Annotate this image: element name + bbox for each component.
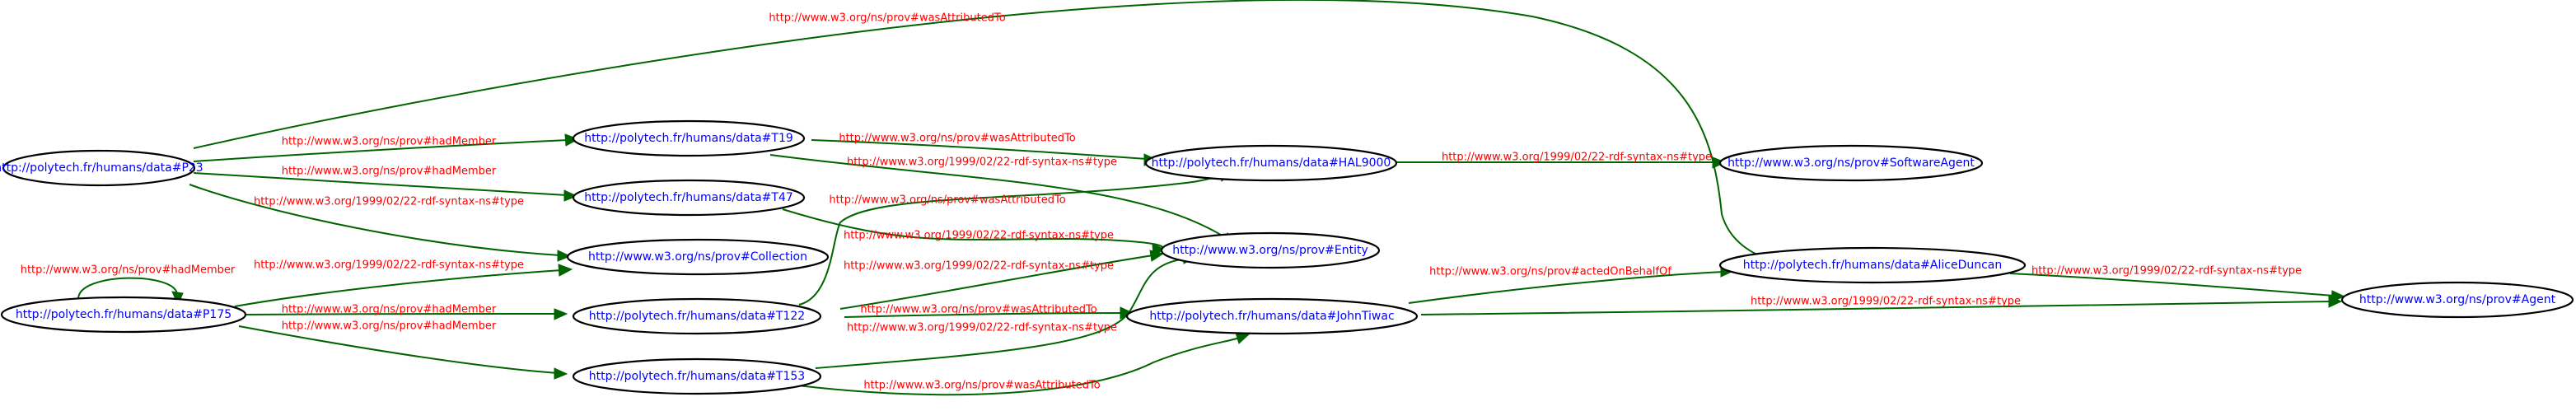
- node-t153[interactable]: http://polytech.fr/humans/data#T153: [572, 357, 822, 395]
- node-label: http://www.w3.org/ns/prov#Collection: [588, 250, 807, 264]
- edge-label: http://www.w3.org/1999/02/22-rdf-syntax-…: [254, 196, 524, 208]
- edge-label: http://www.w3.org/ns/prov#hadMember: [282, 136, 497, 148]
- edge-label: http://www.w3.org/1999/02/22-rdf-syntax-…: [844, 260, 1114, 273]
- node-label: http://polytech.fr/humans/data#P23: [0, 161, 203, 175]
- node-johntiwac[interactable]: http://polytech.fr/humans/data#JohnTiwac: [1125, 297, 1419, 335]
- edge-p23-collection: http://www.w3.org/1999/02/22-rdf-syntax-…: [189, 184, 572, 262]
- node-label: http://www.w3.org/ns/prov#Entity: [1172, 244, 1368, 257]
- edge-p23-t19: http://www.w3.org/ns/prov#hadMember: [193, 133, 580, 162]
- node-t47[interactable]: http://polytech.fr/humans/data#T47: [572, 179, 806, 217]
- node-agent[interactable]: http://www.w3.org/ns/prov#Agent: [2340, 281, 2574, 319]
- node-label: http://polytech.fr/humans/data#AliceDunc…: [1743, 259, 2003, 272]
- node-label: http://polytech.fr/humans/data#T122: [589, 310, 805, 323]
- edge-p175-t122: http://www.w3.org/ns/prov#hadMember: [242, 304, 568, 320]
- edge-label: http://www.w3.org/ns/prov#hadMember: [282, 320, 497, 333]
- edge-label: http://www.w3.org/ns/prov#wasAttributedT…: [863, 380, 1100, 392]
- edge-label: http://www.w3.org/ns/prov#hadMember: [21, 264, 236, 277]
- edge-label: http://www.w3.org/1999/02/22-rdf-syntax-…: [1751, 296, 2021, 308]
- edge-label: http://www.w3.org/1999/02/22-rdf-syntax-…: [844, 230, 1114, 242]
- node-entity[interactable]: http://www.w3.org/ns/prov#Entity: [1160, 231, 1381, 269]
- edge-label: http://www.w3.org/ns/prov#hadMember: [282, 166, 497, 178]
- edge-label: http://www.w3.org/ns/prov#wasAttributedT…: [860, 304, 1096, 316]
- edge-t122-john: http://www.w3.org/ns/prov#wasAttributedT…: [844, 304, 1134, 320]
- edge-alice-agent: http://www.w3.org/1999/02/22-rdf-syntax-…: [2009, 265, 2346, 302]
- node-t122[interactable]: http://polytech.fr/humans/data#T122: [572, 297, 822, 335]
- node-label: http://polytech.fr/humans/data#HAL9000: [1152, 156, 1391, 170]
- node-label: http://www.w3.org/ns/prov#SoftwareAgent: [1727, 156, 1975, 170]
- edge-p175-t153: http://www.w3.org/ns/prov#hadMember: [238, 320, 568, 380]
- node-collection[interactable]: http://www.w3.org/ns/prov#Collection: [566, 238, 830, 276]
- node-label: http://www.w3.org/ns/prov#Agent: [2359, 293, 2556, 306]
- edge-john-alice: http://www.w3.org/ns/prov#actedOnBehalfO…: [1408, 265, 1735, 304]
- edge-label: http://www.w3.org/1999/02/22-rdf-syntax-…: [254, 259, 524, 272]
- edge-label: http://www.w3.org/1999/02/22-rdf-syntax-…: [847, 156, 1117, 169]
- edge-label: http://www.w3.org/ns/prov#wasAttributedT…: [769, 12, 1005, 25]
- node-label: http://polytech.fr/humans/data#P175: [16, 308, 231, 321]
- node-p23[interactable]: http://polytech.fr/humans/data#P23: [0, 149, 203, 187]
- edge-john-agent: http://www.w3.org/1999/02/22-rdf-syntax-…: [1420, 295, 2343, 315]
- edge-p175-collection: http://www.w3.org/1999/02/22-rdf-syntax-…: [234, 259, 573, 307]
- edge-label: http://www.w3.org/ns/prov#actedOnBehalfO…: [1429, 266, 1671, 278]
- edge-label: http://www.w3.org/1999/02/22-rdf-syntax-…: [2031, 265, 2302, 278]
- edge-p23-t47: http://www.w3.org/ns/prov#hadMember: [193, 166, 578, 202]
- edge-label: http://www.w3.org/1999/02/22-rdf-syntax-…: [847, 322, 1117, 334]
- node-label: http://polytech.fr/humans/data#T153: [589, 370, 805, 383]
- edge-label: http://www.w3.org/ns/prov#wasAttributedT…: [839, 133, 1075, 145]
- edge-hal-softwareagent: http://www.w3.org/1999/02/22-rdf-syntax-…: [1377, 152, 1727, 169]
- node-hal9000[interactable]: http://polytech.fr/humans/data#HAL9000: [1144, 144, 1398, 182]
- node-softwareagent[interactable]: http://www.w3.org/ns/prov#SoftwareAgent: [1718, 144, 1984, 182]
- edge-t122-entity: http://www.w3.org/1999/02/22-rdf-syntax-…: [839, 250, 1165, 310]
- edge-label: http://www.w3.org/ns/prov#wasAttributedT…: [829, 194, 1065, 207]
- node-t19[interactable]: http://polytech.fr/humans/data#T19: [572, 119, 806, 157]
- node-label: http://polytech.fr/humans/data#JohnTiwac: [1149, 310, 1394, 323]
- edge-label: http://www.w3.org/ns/prov#hadMember: [282, 304, 497, 316]
- node-p175[interactable]: http://polytech.fr/humans/data#P175: [0, 296, 247, 334]
- node-label: http://polytech.fr/humans/data#T19: [584, 132, 793, 145]
- node-label: http://polytech.fr/humans/data#T47: [584, 191, 793, 204]
- node-aliceduncan[interactable]: http://polytech.fr/humans/data#AliceDunc…: [1718, 246, 2027, 284]
- edge-label: http://www.w3.org/1999/02/22-rdf-syntax-…: [1442, 152, 1712, 164]
- edge-t153-john: http://www.w3.org/ns/prov#wasAttributedT…: [790, 332, 1251, 396]
- edge-t47-entity: http://www.w3.org/1999/02/22-rdf-syntax-…: [782, 208, 1166, 255]
